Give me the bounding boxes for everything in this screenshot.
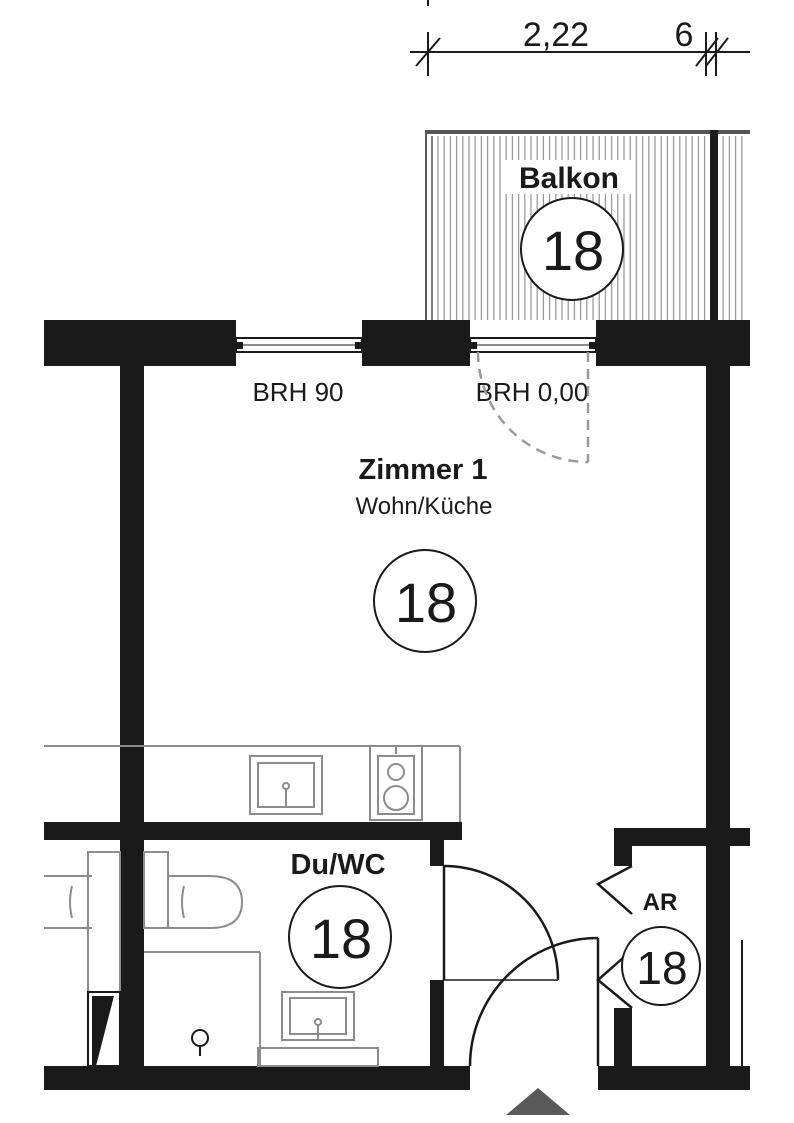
zimmer-room-name: Zimmer 1 [359,454,488,486]
ar-door-swing [595,864,633,1009]
dimension-offset-label: 6 [675,16,694,54]
bath-door-swing [442,864,560,981]
bath-room-number: 18 [310,907,372,970]
balcony-door-brh-label: BRH 0,00 [476,377,589,407]
ar-number-circle [621,926,701,1006]
stove-icon [377,755,415,815]
balcony-door-swing [476,351,590,464]
balkon-number-circle [520,197,624,301]
kitchen-counter [44,745,461,822]
ar-room-number: 18 [636,942,687,994]
floor-drain-icon [191,1029,209,1056]
zimmer-number-circle [373,549,477,653]
zimmer-room-number: 18 [395,571,457,634]
shower-door-icon [87,991,121,1067]
ar-room-name: AR [643,889,678,916]
window-balcony-door [469,337,597,353]
dimension-line [410,0,750,76]
bath-room-name: Du/WC [290,849,385,881]
bath-sink-icon [257,991,379,1067]
window-left-brh-label: BRH 90 [252,377,343,407]
balkon-room-name: Balkon [519,162,619,195]
toilet-icon [143,851,244,929]
entrance-arrow-icon [506,1088,570,1115]
bath-number-circle [288,885,392,989]
balkon-room-number: 18 [542,219,604,282]
zimmer-room-subtitle: Wohn/Küche [356,493,493,520]
window-left [235,337,363,353]
dimension-width-label: 2,22 [523,16,589,54]
kitchen-sink-icon [249,755,323,815]
bath-fixtures [44,851,261,1066]
walls [44,320,750,1090]
entrance-door-swing [468,936,600,1067]
